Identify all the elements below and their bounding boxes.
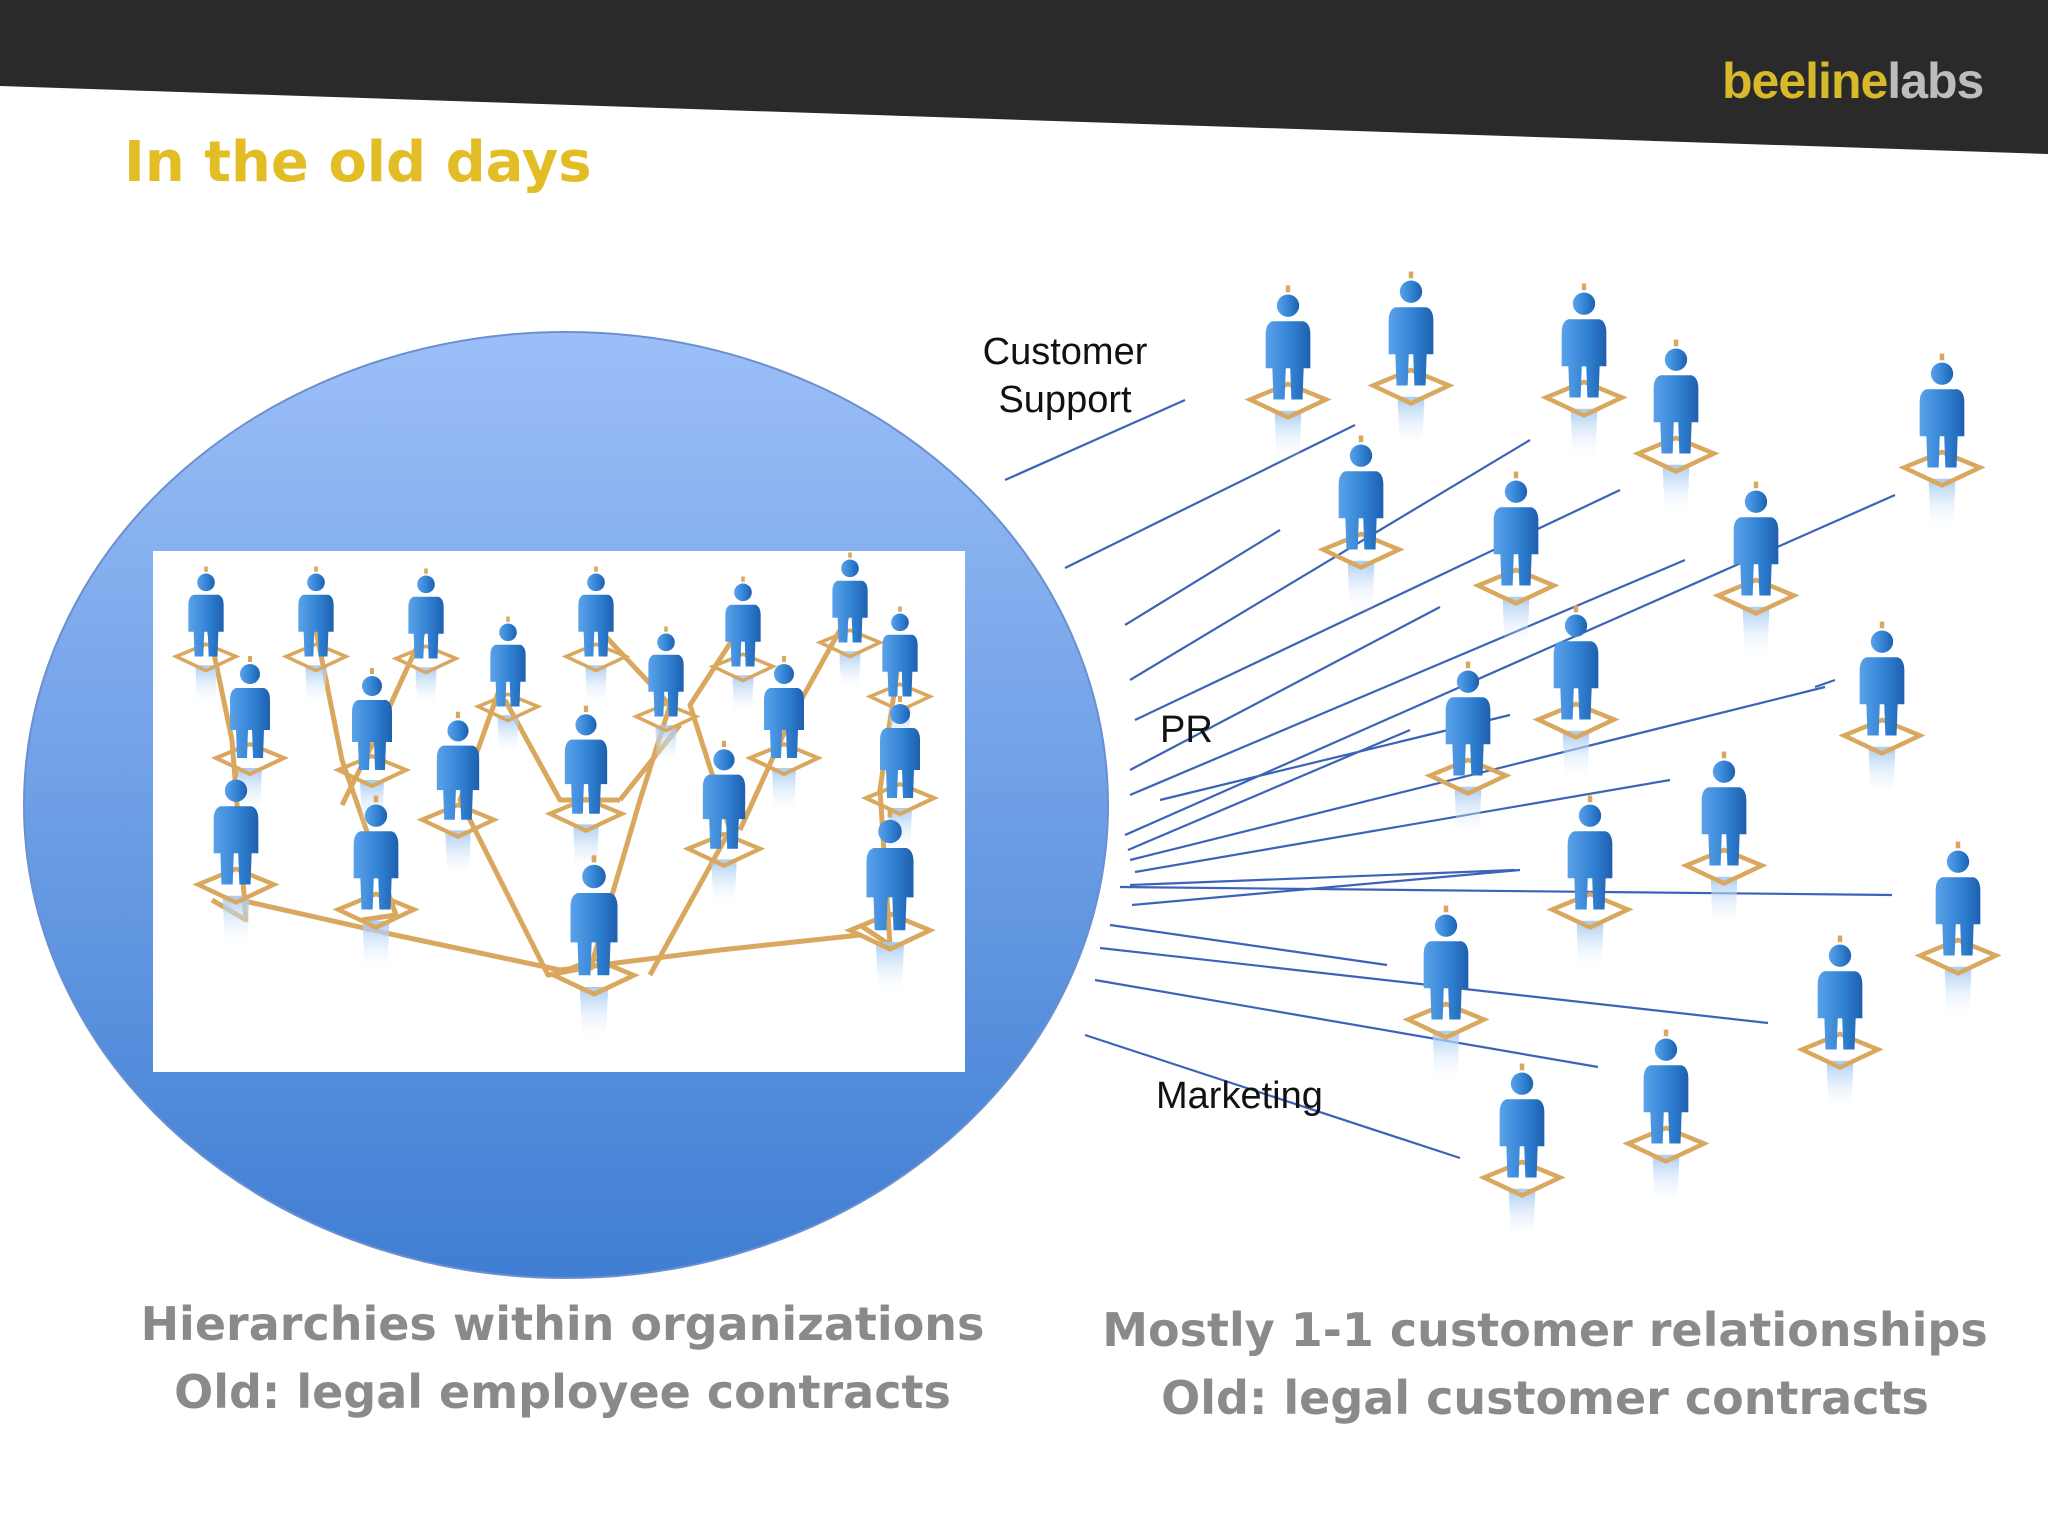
label-customer-support-line1: Customer: [982, 331, 1148, 373]
customer-person: [1802, 936, 1878, 1114]
caption-left: Hierarchies within organizations Old: le…: [120, 1290, 1005, 1426]
brand-logo: beelinelabs: [1722, 52, 1984, 110]
label-customer-support: Customer Support: [960, 328, 1170, 424]
customer-people: [1250, 272, 1996, 1242]
customer-person: [1484, 1064, 1560, 1242]
customer-person: [1638, 340, 1714, 518]
caption-right-line1: Mostly 1-1 customer relationships: [1102, 1303, 1988, 1357]
caption-left-line2: Old: legal employee contracts: [174, 1365, 951, 1419]
customer-person: [1478, 472, 1554, 650]
caption-left-line1: Hierarchies within organizations: [140, 1297, 985, 1351]
customer-person: [1408, 906, 1484, 1084]
brand-logo-part1: beeline: [1722, 53, 1888, 109]
top-banner: [0, 0, 2048, 160]
label-customer-support-line2: Support: [998, 379, 1132, 421]
customer-person: [1844, 622, 1920, 800]
customer-person: [1546, 284, 1622, 462]
customer-person: [1250, 286, 1326, 464]
label-marketing: Marketing: [1156, 1075, 1323, 1117]
customer-person: [1430, 662, 1506, 840]
customer-person: [1718, 482, 1794, 660]
customer-person: [1373, 272, 1449, 450]
customer-person: [1628, 1030, 1704, 1208]
customer-person: [1686, 752, 1762, 930]
label-pr: PR: [1160, 709, 1213, 751]
customer-person: [1920, 842, 1996, 1020]
customer-person: [1904, 354, 1980, 532]
customer-person: [1552, 796, 1628, 974]
caption-right-line2: Old: legal customer contracts: [1161, 1371, 1929, 1425]
caption-right: Mostly 1-1 customer relationships Old: l…: [1100, 1296, 1990, 1432]
slide-title: In the old days: [124, 130, 592, 195]
brand-logo-part2: labs: [1887, 53, 1984, 109]
